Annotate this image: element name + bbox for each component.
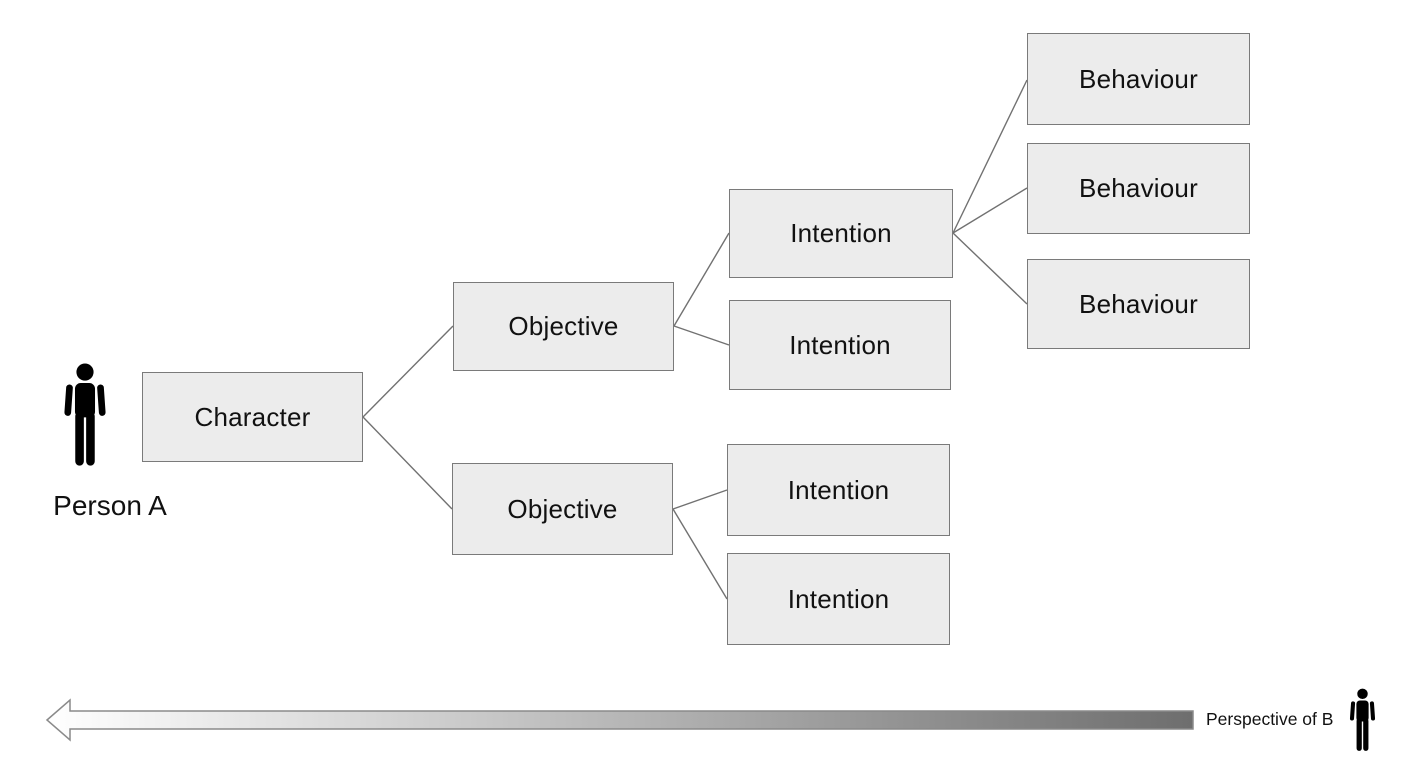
node-behaviour-3: Behaviour — [1027, 259, 1250, 349]
node-character: Character — [142, 372, 363, 462]
person-a-label: Person A — [53, 490, 167, 521]
connector-lines — [362, 79, 1028, 600]
perspective-arrow — [45, 698, 1194, 742]
edge-objective2-intention-3 — [672, 489, 728, 510]
edge-objective2-intention-4 — [672, 508, 728, 600]
node-behaviour-2: Behaviour — [1027, 143, 1250, 234]
edge-character-objective-2 — [362, 416, 453, 510]
edge-intention1-behaviour-2 — [952, 187, 1028, 234]
edge-intention1-behaviour-1 — [952, 79, 1028, 234]
node-label: Intention — [787, 474, 890, 505]
node-label: Character — [194, 401, 311, 432]
node-label: Intention — [790, 218, 892, 248]
node-objective-2: Objective — [452, 463, 673, 555]
node-label: Behaviour — [1079, 63, 1198, 94]
edge-intention1-behaviour-3 — [952, 232, 1028, 305]
edge-character-objective-1 — [362, 325, 454, 418]
node-intention-1: Intention — [729, 189, 953, 278]
node-intention-3: Intention — [727, 444, 950, 536]
node-intention-2: Intention — [729, 300, 951, 390]
edge-objective1-intention-1 — [673, 232, 730, 327]
node-label: Objective — [508, 311, 619, 341]
node-behaviour-1: Behaviour — [1027, 33, 1250, 125]
perspective-arrow-label: Perspective of B — [1206, 709, 1334, 729]
person-icon — [64, 363, 106, 466]
node-label: Behaviour — [1079, 173, 1198, 203]
node-objective-1: Objective — [453, 282, 674, 371]
node-label: Objective — [507, 493, 618, 524]
node-label: Behaviour — [1079, 288, 1198, 319]
node-intention-4: Intention — [727, 553, 950, 645]
person-icon — [1349, 688, 1376, 751]
edge-objective1-intention-2 — [673, 325, 730, 346]
node-label: Intention — [787, 583, 890, 614]
node-label: Intention — [789, 329, 891, 360]
